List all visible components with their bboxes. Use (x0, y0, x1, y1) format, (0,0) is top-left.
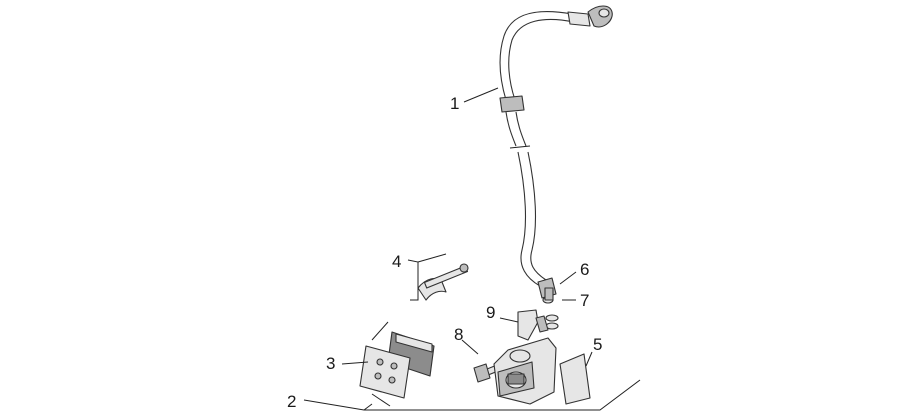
caliper-cover (559, 353, 591, 405)
callout-8: 8 (454, 325, 463, 344)
callout-4: 4 (392, 252, 401, 271)
callout-labels: 1 2 3 4 5 6 7 8 9 (287, 94, 602, 411)
callout-5: 5 (593, 335, 602, 354)
callout-6: 6 (580, 260, 589, 279)
banjo-bolt-and-washers (535, 287, 559, 333)
brake-pads (359, 331, 435, 399)
callout-1: 1 (450, 94, 459, 113)
pad-spring-and-pin (417, 263, 469, 301)
callout-9: 9 (486, 303, 495, 322)
brake-caliper (493, 337, 557, 405)
callout-3: 3 (326, 354, 335, 373)
leader-lines (303, 87, 641, 411)
callout-2: 2 (287, 392, 296, 411)
caliper-bracket (517, 309, 539, 341)
brake-hose (499, 5, 613, 304)
callout-7: 7 (580, 291, 589, 310)
